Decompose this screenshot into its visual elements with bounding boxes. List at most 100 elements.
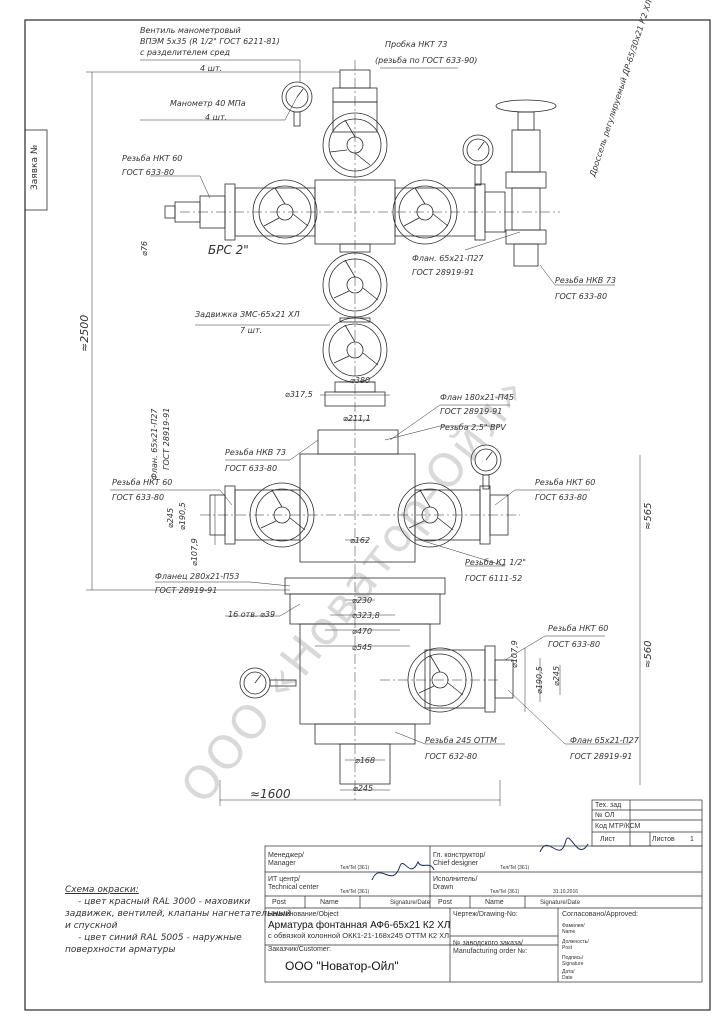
manometer-mid-right — [470, 444, 502, 490]
tb-approve-field: Name — [562, 929, 576, 935]
tb-customer: ООО "Новатор-Ойл" — [285, 959, 399, 973]
tb-customer-label: Заказчик/Customer: — [268, 946, 331, 953]
tb-post-right: Post — [438, 899, 453, 906]
tb-tel-3: Тел/Tel (361) — [340, 889, 370, 895]
tb-manager-ru: Менеджер/ — [268, 852, 304, 859]
paint-notes-line: - цвет синий RAL 5005 - наружные — [78, 933, 242, 943]
callout-flange65-low-2: ГОСТ 28919-91 — [570, 752, 633, 761]
manometer-top-right — [462, 134, 494, 186]
dim-d230: ⌀230 — [352, 596, 373, 605]
tb-order-no-1: № заводского заказа/ — [453, 940, 523, 947]
tb-chief-en: Chief designer — [433, 860, 479, 867]
callout-flange65-1: Флан. 65х21-П27 — [412, 254, 484, 263]
dim-d162: ⌀162 — [350, 536, 371, 545]
dim-d2111: ⌀211,1 — [343, 414, 371, 423]
tb-approve-field: Date — [562, 975, 573, 981]
tb-approve-field: Post — [562, 945, 573, 951]
tb-approved: Согласовано/Approved: — [562, 911, 638, 918]
tb-object-label: Наименование/Object — [268, 911, 339, 918]
tb-sheets: Листов — [652, 836, 675, 843]
callout-brs: БРС 2" — [208, 243, 249, 257]
dim-d380: ⌀380 — [350, 376, 371, 385]
tb-date: 31.10.2016 — [553, 889, 579, 895]
callout-nkt60-low-1: Резьба НКТ 60 — [548, 624, 609, 633]
callout-gate-valve-2: 7 шт. — [240, 326, 263, 335]
handwheel-center-1 — [322, 252, 388, 318]
callout-flange180-2: ГОСТ 28919-91 — [440, 407, 503, 416]
dim-h2500: ≈2500 — [78, 314, 91, 352]
signature-1 — [371, 860, 435, 881]
callout-nkt60-right-2: ГОСТ 633-80 — [535, 493, 588, 502]
tb-mtr: Код МТР/КСМ — [595, 823, 641, 830]
callout-nkv73-right-1: Резьба НКВ 73 — [555, 276, 616, 285]
handwheel-lower-right — [407, 647, 473, 713]
callout-245-1: Резьба 245 ОТТМ — [425, 736, 497, 745]
signature-2 — [539, 837, 589, 853]
callout-flange280-2: ГОСТ 28919-91 — [155, 586, 218, 595]
callout-nkt60-left-1: Резьба НКТ 60 — [112, 478, 173, 487]
paint-notes-line: поверхности арматуры — [65, 945, 176, 955]
tb-sig-right: Signature/Date — [540, 900, 581, 906]
tb-name-right: Name — [485, 899, 504, 906]
tb-drawing-no: Чертеж/Drawing-No: — [453, 911, 518, 918]
tb-object-line1: Арматура фонтанная АФ6-65х21 К2 ХЛ — [268, 920, 451, 931]
tb-drawn-ru: Исполнитель/ — [433, 876, 478, 883]
tb-sheets-value: 1 — [690, 836, 694, 843]
tb-tech-center-en: Technical center — [268, 884, 319, 891]
tb-post-left: Post — [272, 899, 287, 906]
handwheel-top — [322, 112, 388, 178]
callout-flange180-1: Флан 180х21-П45 — [440, 393, 514, 402]
callout-nkt60-left-2: ГОСТ 633-80 — [112, 493, 165, 502]
paint-notes-line: - цвет красный RAL 3000 - маховики — [78, 897, 251, 907]
tb-order-no-2: Manufacturing order №: — [453, 948, 528, 955]
callout-bpv: Резьба 2,5" BPV — [440, 423, 506, 432]
callout-nkt60-right-1: Резьба НКТ 60 — [535, 478, 596, 487]
tb-tel-2: Тел/Tel (361) — [500, 865, 530, 871]
dim-d1905-r: ⌀190,5 — [535, 666, 544, 694]
dim-h560: ≈560 — [643, 640, 654, 668]
callout-flange65-2: ГОСТ 28919-91 — [412, 268, 475, 277]
tb-approve-field: Подпись/ — [562, 955, 584, 961]
paint-notes-line: задвижек, вентилей, клапаны нагнетательн… — [65, 909, 292, 919]
tb-object-line2: с обвязкой колонной ОКК1-21-168х245 ОТТМ… — [268, 931, 450, 940]
callout-nkv73-right-2: ГОСТ 633-80 — [555, 292, 608, 301]
handwheel-mid-right — [397, 482, 463, 548]
tb-drawn-en: Drawn — [433, 884, 454, 891]
handwheel-left-upper — [252, 179, 318, 245]
dim-d245-r: ⌀245 — [552, 665, 561, 686]
handwheel-right-upper — [392, 179, 458, 245]
dim-w1600: ≈1600 — [250, 787, 291, 801]
callout-valve-gauge-1: Вентиль манометровый — [140, 26, 241, 35]
dim-d1079-l: ⌀107,9 — [190, 538, 199, 566]
tb-tel-1: Тел/Tel (361) — [340, 865, 370, 871]
dim-d1905-l: ⌀190,5 — [178, 502, 187, 530]
dim-d168: ⌀168 — [355, 756, 376, 765]
callout-flange65-vert-1: Флан. 65х21-П27 — [150, 408, 159, 480]
tb-tech-center-ru: ИТ центр/ — [268, 876, 300, 883]
callout-holes: 16 отв. ⌀39 — [228, 610, 276, 619]
callout-manometer-1: Манометр 40 МПа — [170, 99, 246, 108]
side-box-label: Заявка № — [30, 144, 40, 190]
callout-plug-2: (резьба по ГОСТ 633-90) — [375, 56, 478, 65]
throttle — [495, 99, 557, 267]
callout-gate-valve-1: Задвижка ЗМС-65х21 ХЛ — [195, 310, 300, 319]
tb-tech-zad: Тех. зад — [595, 802, 622, 809]
callout-valve-gauge-3: с разделителем сред — [140, 48, 231, 57]
tb-approve-field: Фамилия/ — [562, 923, 585, 929]
tb-chief-ru: Гл. конструктор/ — [433, 852, 486, 859]
tb-sig-left: Signature/Date — [390, 900, 431, 906]
callout-k1-1: Резьба К1 1/2" — [465, 558, 526, 567]
dim-d470: ⌀470 — [352, 627, 373, 636]
tb-approve-field: Дата/ — [562, 969, 575, 975]
dim-d245-l: ⌀245 — [166, 507, 175, 528]
tb-tel-4: Тел/Tel (361) — [490, 889, 520, 895]
tb-ol: № ОЛ — [595, 812, 615, 819]
dim-d1079-r: ⌀107,9 — [510, 640, 519, 668]
handwheel-mid-left — [249, 482, 315, 548]
tb-approve-field: Signature — [562, 961, 584, 967]
callout-flange65-vert-2: ГОСТ 28919-91 — [162, 407, 171, 470]
manometer-lower-left — [239, 667, 297, 699]
callout-flange280-1: Фланец 280х21-П53 — [155, 572, 240, 581]
dim-d245-b: ⌀245 — [353, 784, 374, 793]
